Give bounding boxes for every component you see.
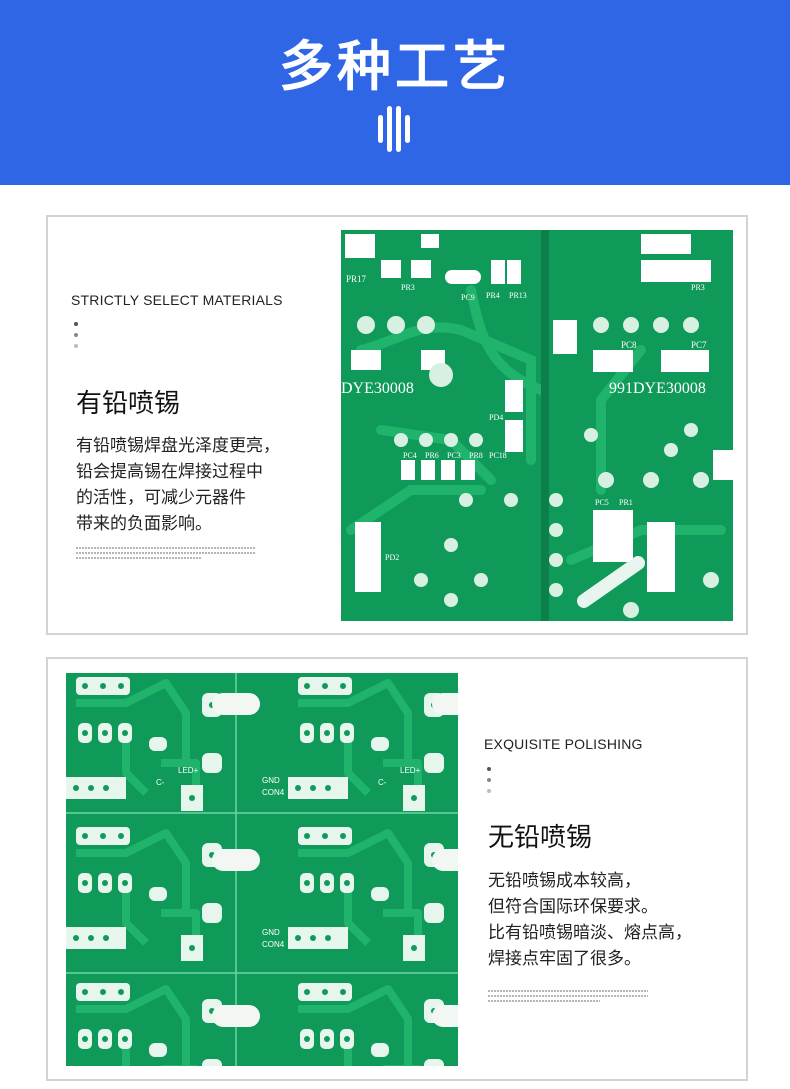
- section-en-title: STRICTLY SELECT MATERIALS: [71, 292, 283, 308]
- section-cn-title: 有铅喷锡: [76, 389, 181, 419]
- pcb-label: PR4: [486, 291, 500, 300]
- description-line: 无铅喷锡成本较高，: [488, 871, 641, 891]
- pcb-label: PC18: [489, 451, 507, 460]
- fine-print-texture: [488, 990, 648, 1005]
- page-title: 多种工艺: [279, 35, 511, 98]
- pcb-label: PR17: [346, 274, 367, 284]
- description-line: 比有铅喷锡暗淡、熔点高，: [488, 923, 692, 943]
- section-description: 无铅喷锡成本较高， 但符合国际环保要求。 比有铅喷锡暗淡、熔点高， 焊接点牢固了…: [488, 868, 692, 972]
- pcb-board-image: LED+ C- GND CON4 LED+ C- GND CON4: [66, 673, 458, 1066]
- decorative-dots: [487, 767, 493, 797]
- pcb-label: PR8: [469, 451, 483, 460]
- pcb-label: PR6: [425, 451, 439, 460]
- pcb-label: PR13: [509, 291, 527, 300]
- pcb-board-image: PR17 PR3 PC9 PR4 PR13 PC8 PC7 DYE30008 9…: [341, 230, 733, 621]
- section-en-title: EXQUISITE POLISHING: [484, 736, 643, 752]
- equalizer-icon: [378, 106, 412, 152]
- pcb-label: PC3: [447, 451, 461, 460]
- pcb-label: PD2: [385, 553, 399, 562]
- description-line: 有铅喷锡焊盘光泽度更亮，: [76, 436, 280, 456]
- header-banner: 多种工艺: [0, 0, 790, 185]
- pcb-label: PC5: [595, 498, 609, 507]
- pcb-label: CON4: [262, 788, 285, 797]
- description-line: 铅会提高锡在焊接过程中: [76, 462, 263, 482]
- pcb-label: LED+: [400, 766, 421, 775]
- pcb-label: PR3: [401, 283, 415, 292]
- section-description: 有铅喷锡焊盘光泽度更亮， 铅会提高锡在焊接过程中 的活性，可减少元器件 带来的负…: [76, 433, 280, 537]
- section-cn-title: 无铅喷锡: [488, 823, 593, 853]
- description-line: 焊接点牢固了很多。: [488, 949, 641, 969]
- pcb-label: 991DYE30008: [609, 380, 706, 397]
- pcb-label: PR17: [641, 274, 662, 284]
- pcb-label: LED+: [178, 766, 199, 775]
- pcb-label: PD4: [489, 413, 503, 422]
- pcb-label: CON4: [262, 940, 285, 949]
- pcb-label: PC7: [691, 340, 707, 350]
- pcb-label: GND: [262, 928, 280, 937]
- fine-print-texture: [76, 547, 256, 562]
- pcb-label: PC4: [403, 451, 417, 460]
- description-line: 带来的负面影响。: [76, 514, 212, 534]
- pcb-label: PC9: [461, 293, 475, 302]
- pcb-silkscreen-labels: PR17 PR3 PC9 PR4 PR13 PC8 PC7 DYE30008 9…: [341, 274, 707, 562]
- decorative-dots: [74, 322, 80, 352]
- pcb-label: PR3: [691, 283, 705, 292]
- pcb-label: DYE30008: [341, 380, 414, 397]
- pcb-photo-lead-free: LED+ C- GND CON4 LED+ C- GND CON4: [66, 673, 458, 1066]
- pcb-silkscreen-labels: LED+ C- GND CON4 LED+ C- GND CON4: [156, 766, 421, 949]
- pcb-label: PC8: [621, 340, 637, 350]
- pcb-label: C-: [378, 778, 387, 787]
- pcb-label: C-: [156, 778, 165, 787]
- pcb-label: PR1: [619, 498, 633, 507]
- pcb-label: GND: [262, 776, 280, 785]
- description-line: 但符合国际环保要求。: [488, 897, 658, 917]
- pcb-photo-leaded: PR17 PR3 PC9 PR4 PR13 PC8 PC7 DYE30008 9…: [341, 230, 733, 621]
- description-line: 的活性，可减少元器件: [76, 488, 246, 508]
